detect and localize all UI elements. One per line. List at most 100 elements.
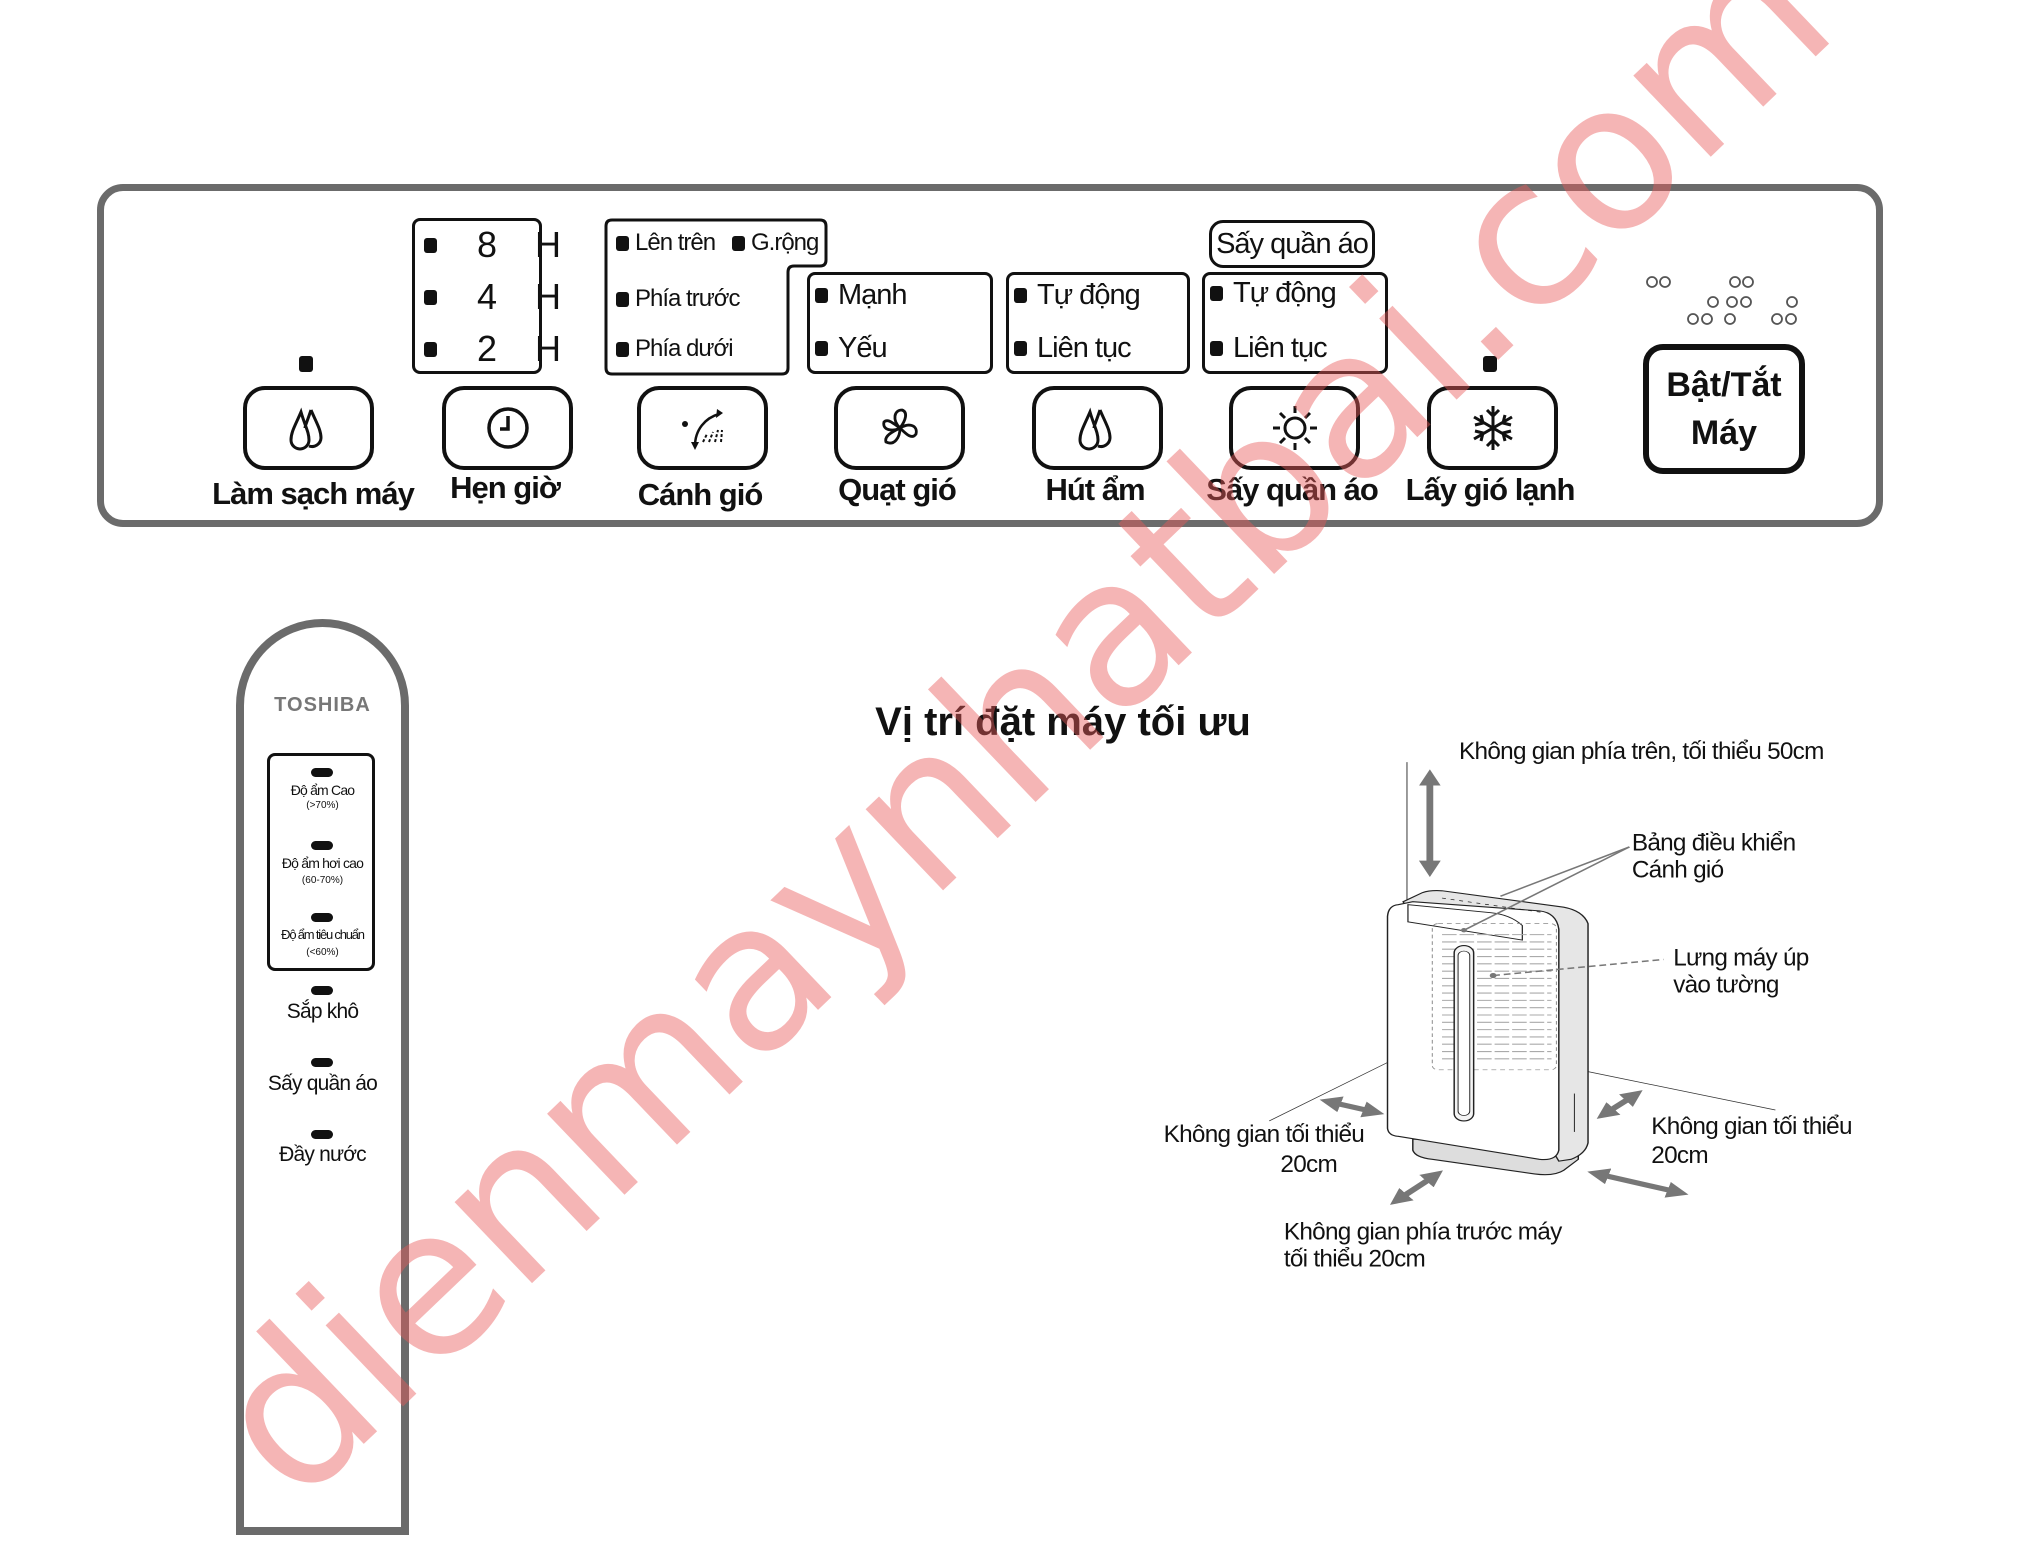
brand-logo: TOSHIBA [274, 694, 371, 716]
timer-label: 2 H [477, 328, 576, 369]
sun-icon [1272, 406, 1317, 450]
timer-button[interactable] [442, 386, 573, 470]
back-right-clearance-arrow [1587, 1168, 1689, 1198]
humidity-level-box [267, 753, 375, 971]
timer-option: 8 H [424, 224, 575, 266]
front-space-label-1: Không gian phía trước máy [1284, 1219, 1563, 1246]
fan-option-weak: Yếu [815, 332, 888, 365]
dehumidify-label: Hút ẩm [1045, 472, 1145, 507]
humidity-high-led [311, 768, 333, 777]
front-space-label-2: tối thiểu 20cm [1284, 1245, 1425, 1272]
led-indicator [1014, 341, 1027, 356]
humidity-std-range: (<60%) [306, 947, 339, 958]
louver-option-wide: G.rộng [732, 229, 819, 257]
clothes-dry-led [311, 1058, 333, 1067]
clean-button[interactable] [243, 386, 374, 470]
dry-header-pill: Sấy quần áo [1209, 220, 1375, 268]
option-label: Phía dưới [635, 335, 734, 362]
right-space-label-1: Không gian tối thiểu [1651, 1113, 1851, 1140]
option-label: Yếu [838, 332, 888, 364]
led-indicator [616, 341, 629, 357]
leader-lines [1463, 846, 1664, 977]
power-label-line2: Máy [1690, 414, 1758, 452]
timer-label: 8 H [477, 224, 576, 265]
panel-outlines [604, 218, 1798, 376]
fan-button[interactable] [834, 386, 965, 470]
option-label: Mạnh [838, 279, 908, 311]
placement-diagram: Không gian phía trên, tối thiểu 50cm Bản… [1164, 738, 1853, 1272]
cool-air-label: Lấy gió lạnh [1405, 472, 1576, 507]
snowflake-icon [1472, 406, 1513, 450]
right-space-label-2: 20cm [1651, 1142, 1708, 1169]
louver-swing-icon [681, 409, 723, 450]
louver-button[interactable] [637, 386, 768, 470]
tank-full-led [311, 1130, 333, 1139]
almost-dry-led [311, 986, 333, 995]
dry-option-auto: Tự động [1210, 277, 1337, 310]
option-label: Tự động [1037, 279, 1141, 311]
dehumidifier-illustration [1386, 890, 1589, 1176]
placement-title: Vị trí đặt máy tối ưu [875, 700, 1251, 744]
humidity-mid-label: Độ ẩm hơi cao [281, 855, 364, 871]
led-indicator [424, 289, 437, 305]
led-indicator [732, 235, 745, 251]
clean-label: Làm sạch máy [212, 476, 415, 511]
control-panel-frame [97, 184, 1883, 527]
back-label-1: Lưng máy úp [1673, 945, 1809, 972]
louver-option-down: Phía dưới [616, 335, 734, 363]
led-indicator [1210, 341, 1223, 356]
clothes-dry-label: Sấy quần áo [1206, 472, 1379, 507]
clock-icon [486, 407, 529, 449]
back-label-2: vào tường [1673, 971, 1778, 998]
tank-full-label: Đầy nước [279, 1143, 367, 1166]
fan-option-strong: Mạnh [815, 279, 908, 312]
cool-air-led [1483, 356, 1497, 372]
option-label: Phía trước [635, 285, 741, 312]
louver-label-diagram: Cánh gió [1632, 856, 1724, 883]
clothes-dry-indicator-label: Sấy quần áo [267, 1072, 378, 1095]
louver-option-front: Phía trước [616, 285, 741, 313]
option-label: Liên tục [1037, 332, 1132, 364]
left-clearance-arrow [1319, 1096, 1385, 1118]
left-space-label-2: 20cm [1280, 1151, 1337, 1178]
control-panel-label: Bảng điều khiển [1632, 830, 1796, 857]
led-indicator [1210, 286, 1223, 301]
dehumidify-button[interactable] [1032, 386, 1163, 470]
clothes-dry-button[interactable] [1229, 386, 1360, 470]
grille-lines [1442, 934, 1552, 1060]
led-indicator [616, 291, 629, 307]
humidity-std-label: Độ ẩm tiêu chuẩn [281, 927, 365, 942]
timer-option: 2 H [424, 328, 575, 370]
humidity-mid-led [311, 841, 333, 850]
option-label: G.rộng [751, 229, 819, 256]
option-label: Tự động [1233, 277, 1337, 309]
leader-dot [1489, 972, 1497, 979]
timer-label: 4 H [477, 276, 576, 317]
timer-option: 4 H [424, 276, 575, 318]
indicator-holes [1646, 276, 1798, 325]
almost-dry-label: Sắp khô [286, 1000, 359, 1023]
timer-label: Hẹn giờ [450, 470, 561, 505]
humidity-high-range: (>70%) [306, 800, 339, 811]
cool-air-button[interactable] [1427, 386, 1558, 470]
power-button[interactable]: Bật/Tắt Máy [1643, 344, 1805, 474]
led-indicator [424, 237, 437, 253]
option-label: Lên trên [635, 229, 716, 256]
clean-led [299, 356, 313, 372]
dry-options-box [1202, 272, 1388, 374]
timer-options-box [412, 218, 542, 374]
humidity-high-label: Độ ẩm Cao [290, 782, 355, 798]
leader-dot [1460, 928, 1467, 933]
humidity-mid-range: (60-70%) [301, 875, 344, 886]
fan-options-box [807, 272, 993, 374]
led-indicator [815, 288, 828, 303]
left-space-label-1: Không gian tối thiểu [1164, 1121, 1364, 1148]
clearance-arrows [1319, 769, 1689, 1205]
dehumidify-options-box [1006, 272, 1190, 374]
double-drop-icon [288, 407, 323, 451]
led-indicator [1014, 288, 1027, 303]
louver-option-up: Lên trên [616, 229, 716, 257]
right-clearance-arrow [1596, 1090, 1643, 1119]
option-label: Liên tục [1233, 332, 1328, 364]
fan-icon [881, 408, 918, 445]
